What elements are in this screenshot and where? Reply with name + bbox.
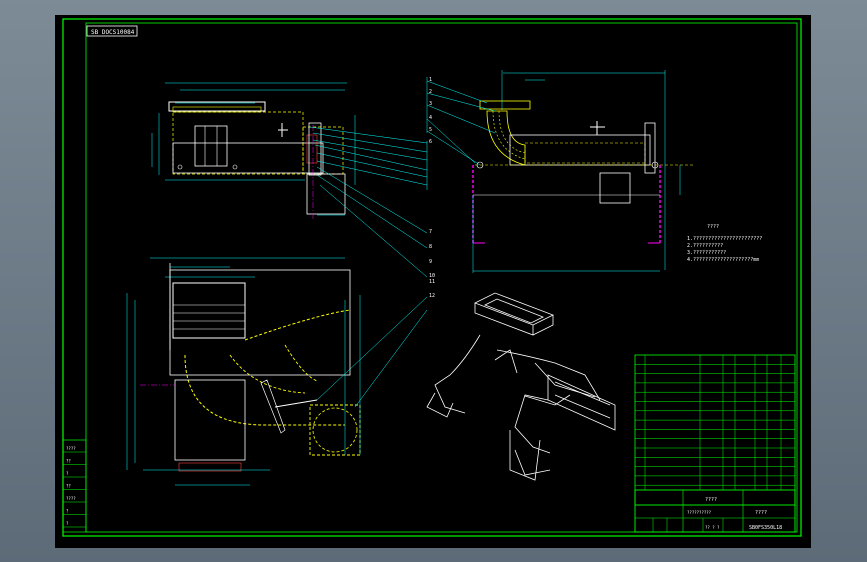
title-tag: SB DOCS10084 xyxy=(91,29,135,36)
balloon-9: 9 xyxy=(429,259,432,265)
technical-notes: ???? 1.??????????????????????? 2.???????… xyxy=(687,224,762,263)
left-strip-label: ? xyxy=(66,471,69,476)
left-strip-label: ? xyxy=(66,509,69,514)
balloon-3: 3 xyxy=(429,101,432,107)
title-tag-box xyxy=(86,25,138,37)
balloon-5: 5 xyxy=(429,127,432,133)
drawing-sheet: SB DOCS10084 xyxy=(55,15,811,548)
left-strip-label: ???? xyxy=(66,446,76,451)
front-view-leaders xyxy=(309,126,428,278)
left-strip-label: ?? xyxy=(66,459,71,464)
title-block-company: ?????????? xyxy=(687,510,712,515)
title-block: ???? ?????????? ???? SB0FS350L18 ?? ? ? xyxy=(634,489,796,533)
left-strip-label: ? xyxy=(66,521,69,526)
title-block-rev: ???? xyxy=(755,510,767,516)
balloon-1: 1 xyxy=(429,77,432,83)
notes-title: ???? xyxy=(707,224,719,230)
balloon-11: 11 xyxy=(429,279,435,285)
balloon-4: 4 xyxy=(429,115,432,121)
note-2: 2.?????????? xyxy=(687,243,723,249)
balloon-6: 6 xyxy=(429,139,432,145)
balloon-10: 10 xyxy=(429,273,435,279)
front-view xyxy=(151,82,356,220)
balloon-2: 2 xyxy=(429,89,432,95)
plan-view xyxy=(126,257,361,486)
cad-drawing: SB DOCS10084 xyxy=(62,18,802,537)
left-strip-label: ???? xyxy=(66,496,76,501)
title-block-drawing-no: SB0FS350L18 xyxy=(749,525,782,531)
left-strip-label: ?? xyxy=(66,484,71,489)
parts-list xyxy=(634,354,796,506)
balloon-8: 8 xyxy=(429,244,432,250)
balloon-7: 7 xyxy=(429,229,432,235)
note-3: 3.??????????? xyxy=(687,250,726,256)
outer-frame xyxy=(62,18,802,537)
balloon-12: 12 xyxy=(429,293,435,299)
side-view xyxy=(472,70,695,273)
title-block-sheet: ?? ? ? xyxy=(705,525,720,530)
inner-frame xyxy=(85,22,798,533)
note-4: 4.????????????????????mm xyxy=(687,257,759,263)
left-strip: ??????????????? xyxy=(62,439,87,533)
plan-view-leaders xyxy=(316,296,428,408)
isometric-view xyxy=(426,292,616,481)
balloons: 1 2 3 4 5 6 7 8 9 10 11 12 xyxy=(429,77,435,299)
note-1: 1.??????????????????????? xyxy=(687,236,762,242)
title-block-name: ???? xyxy=(705,497,717,503)
side-view-leaders xyxy=(426,77,496,166)
